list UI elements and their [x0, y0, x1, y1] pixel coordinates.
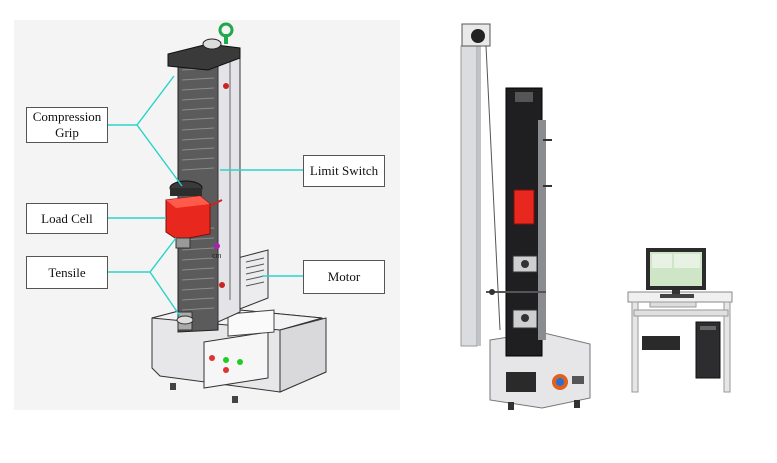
label-compression-grip: Compression Grip — [26, 107, 108, 143]
panel-screen — [227, 309, 275, 337]
label-tensile: Tensile — [26, 256, 108, 289]
label-load-cell: Load Cell — [26, 203, 108, 234]
control-panel — [203, 331, 269, 389]
panel-button — [237, 359, 243, 365]
label-motor: Motor — [303, 260, 385, 294]
panel-button — [223, 357, 229, 363]
svg-text:cm: cm — [212, 253, 222, 260]
side-rail — [217, 49, 241, 323]
label-limit-switch: Limit Switch — [303, 155, 385, 187]
panel-button — [223, 367, 229, 373]
panel-button — [209, 355, 215, 361]
cad-testing-machine: cm — [151, 22, 327, 403]
photo-testing-machine — [460, 23, 733, 410]
leader-lines — [108, 75, 303, 317]
